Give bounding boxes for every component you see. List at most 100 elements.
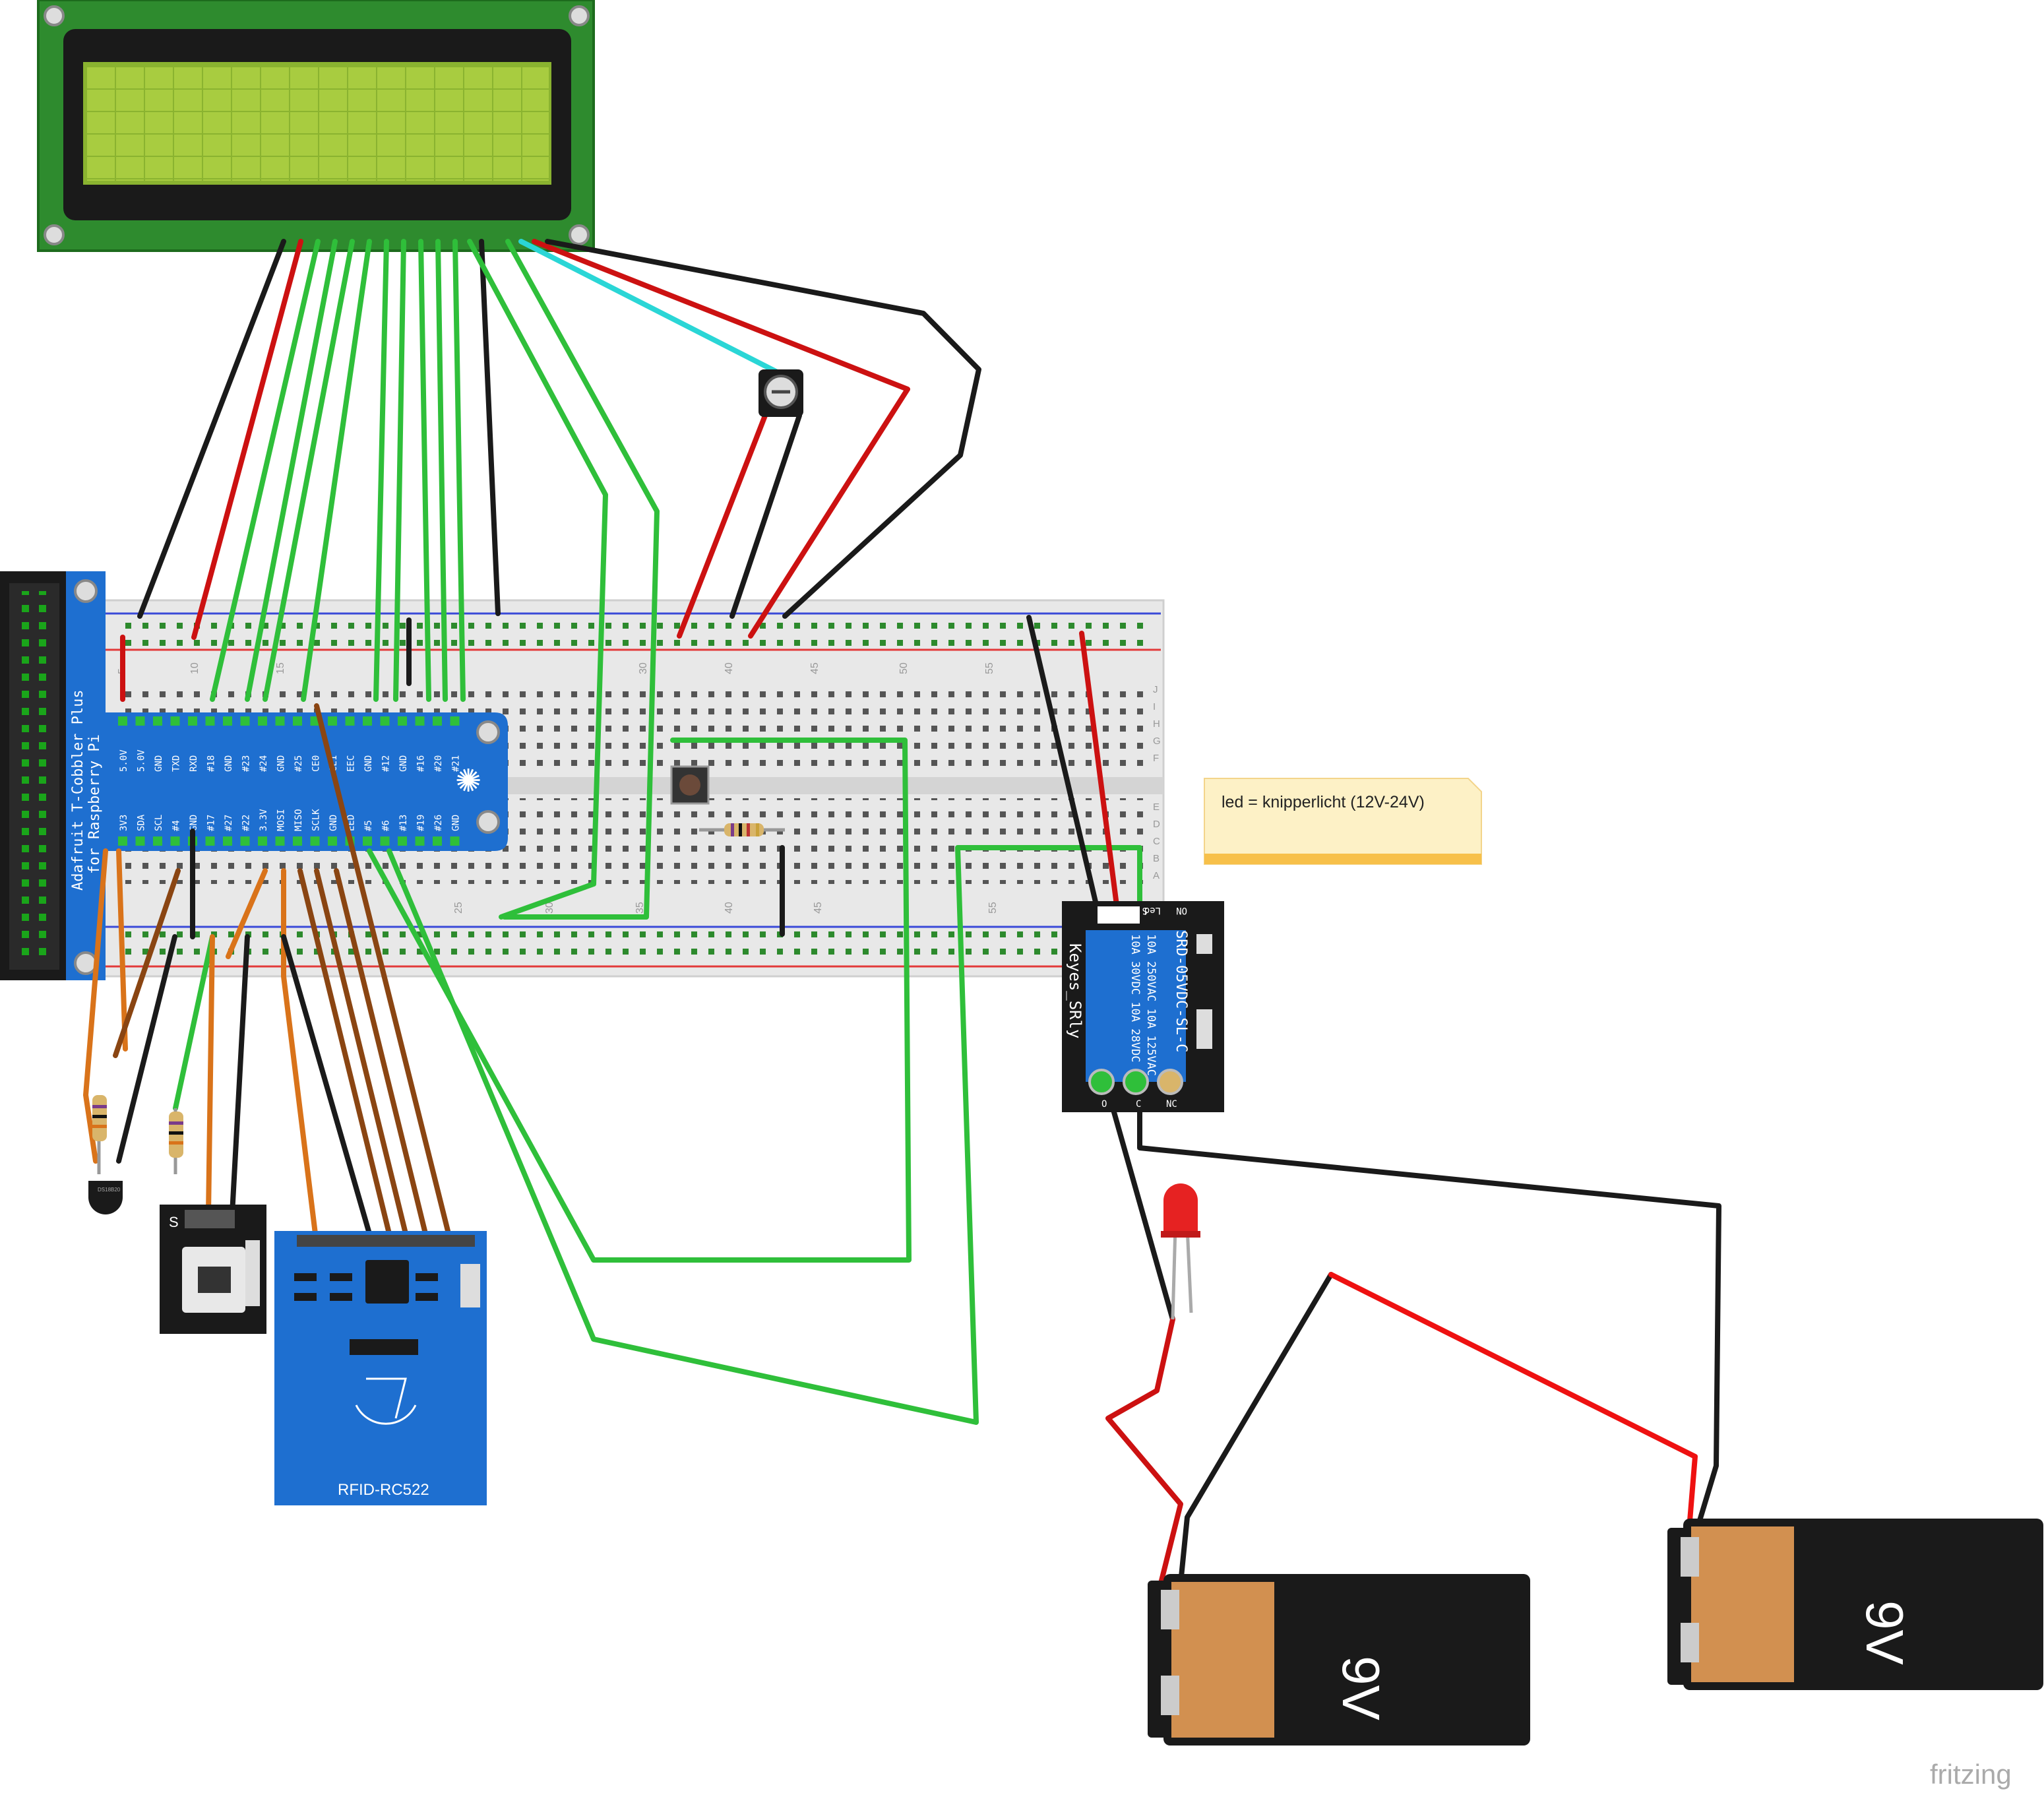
sensor-label: DS18B20 xyxy=(98,1187,121,1193)
star-logo: ✺ xyxy=(455,764,481,799)
cobbler-pin-label: #13 xyxy=(398,815,409,831)
relay-terminal-nc: NC xyxy=(1166,1099,1177,1110)
cobbler-pin-label: GND xyxy=(154,755,164,772)
cobbler-pin xyxy=(380,716,390,726)
battery-1: 9V xyxy=(1148,1574,1530,1746)
cobbler-pin-label: MISO xyxy=(294,809,304,831)
bb-col-label: 35 xyxy=(635,902,646,914)
cobbler-pin-label: CE0 xyxy=(311,755,322,772)
cobbler-pin xyxy=(450,836,460,846)
cobbler-pin xyxy=(258,836,267,846)
t-cobbler: Adafruit T-Cobbler Plus for Raspberry Pi… xyxy=(0,571,508,980)
pushbutton xyxy=(670,765,710,805)
cobbler-pin-label: #24 xyxy=(259,755,269,772)
cobbler-pin xyxy=(380,836,390,846)
battery-2-label: 9V xyxy=(1855,1600,1914,1665)
relay-led-label: Led xyxy=(1144,905,1161,916)
cobbler-pin xyxy=(118,836,127,846)
cobbler-title: Adafruit T-Cobbler Plus xyxy=(70,689,86,891)
cobbler-pin xyxy=(328,716,337,726)
cobbler-pin xyxy=(345,716,355,726)
battery-2: 9V xyxy=(1667,1519,2043,1690)
lcd-display xyxy=(37,0,595,252)
cobbler-pin xyxy=(170,836,180,846)
cobbler-pin-label: MOSI xyxy=(276,809,287,831)
cobbler-pin-label: #26 xyxy=(433,815,444,831)
bb-row-label: I xyxy=(1153,701,1156,712)
bb-row-label: J xyxy=(1153,684,1158,695)
cobbler-pin-label: EEC xyxy=(346,755,357,772)
cobbler-pin-label: #12 xyxy=(381,755,392,772)
cobbler-pin-label: #25 xyxy=(294,755,304,772)
bb-col-label: 10 xyxy=(189,662,201,674)
cobbler-pin-label: SDA xyxy=(137,814,147,831)
cobbler-pin xyxy=(205,716,215,726)
relay-name: Keyes_SRly xyxy=(1066,943,1084,1039)
cobbler-pin-label: #6 xyxy=(381,820,392,831)
cobbler-pin xyxy=(328,836,337,846)
bb-col-label: 40 xyxy=(724,902,735,914)
bb-row-label: H xyxy=(1153,718,1160,730)
rfid-label: RFID-RC522 xyxy=(338,1481,429,1499)
wires xyxy=(83,239,1721,1586)
cobbler-pin xyxy=(363,716,372,726)
cobbler-pin xyxy=(153,836,162,846)
bb-col-label: 45 xyxy=(809,662,821,674)
cobbler-pin xyxy=(415,716,425,726)
cobbler-subtitle: for Raspberry Pi xyxy=(86,734,103,874)
cobbler-pin-label: 5.0V xyxy=(119,749,129,772)
breadboard: 5 10 15 30 40 45 50 55 25 30 35 40 45 55… xyxy=(98,599,1165,978)
cobbler-pin-label: #17 xyxy=(206,815,217,831)
cobbler-pin-label: #5 xyxy=(363,820,374,831)
bb-row-label: D xyxy=(1153,819,1160,830)
cobbler-pin xyxy=(310,836,320,846)
cobbler-pin xyxy=(293,716,302,726)
resistor-2 xyxy=(169,1108,183,1174)
bb-col-label: 55 xyxy=(987,902,999,914)
cobbler-pin-label: SCLK xyxy=(311,809,322,831)
cobbler-pin xyxy=(275,836,285,846)
cobbler-pin-label: #21 xyxy=(451,755,462,772)
relay-rating-1: 10A 250VAC 10A 125VAC xyxy=(1144,934,1158,1076)
cobbler-pin-label: GND xyxy=(189,815,199,831)
cobbler-pin-label: GND xyxy=(276,755,287,772)
bb-col-label: 45 xyxy=(813,902,824,914)
potentiometer xyxy=(759,369,803,417)
cobbler-pin xyxy=(118,716,127,726)
cobbler-pin-label: SCL xyxy=(154,815,164,831)
cobbler-pin-label: GND xyxy=(451,815,462,831)
cobbler-pin xyxy=(135,836,145,846)
cobbler-pin xyxy=(450,716,460,726)
cobbler-pin xyxy=(363,836,372,846)
cobbler-pin xyxy=(398,716,407,726)
cobbler-pin-label: #23 xyxy=(241,755,252,772)
cobbler-pin xyxy=(415,836,425,846)
cobbler-pin-label: #22 xyxy=(241,815,252,831)
bb-row-label: C xyxy=(1153,836,1160,847)
cobbler-pin-label: #27 xyxy=(224,815,234,831)
cobbler-pin xyxy=(223,836,232,846)
cobbler-pin xyxy=(153,716,162,726)
cobbler-pin xyxy=(258,716,267,726)
cobbler-pin xyxy=(433,836,442,846)
relay-terminal-o: O xyxy=(1101,1099,1107,1110)
relay-terminal-c: C xyxy=(1136,1099,1141,1110)
battery-1-label: 9V xyxy=(1332,1656,1390,1720)
bb-row-label: A xyxy=(1153,870,1160,881)
cobbler-pin-label: 3.3V xyxy=(259,809,269,831)
bb-row-label: B xyxy=(1153,853,1160,864)
cobbler-pin xyxy=(223,716,232,726)
note: led = knipperlicht (12V-24V) xyxy=(1204,778,1482,865)
bb-row-label: G xyxy=(1153,736,1161,747)
cobbler-pin-label: RXD xyxy=(189,755,199,772)
bb-row-label: F xyxy=(1153,753,1159,764)
bb-col-label: 15 xyxy=(275,662,286,674)
cobbler-pin xyxy=(170,716,180,726)
relay-module: Keyes_SRly SRD-05VDC-SL-C 10A 250VAC 10A… xyxy=(1062,901,1224,1112)
cobbler-pin xyxy=(398,836,407,846)
cobbler-pin xyxy=(293,836,302,846)
cobbler-pin-label: #20 xyxy=(433,755,444,772)
cobbler-pin-label: #18 xyxy=(206,755,217,772)
